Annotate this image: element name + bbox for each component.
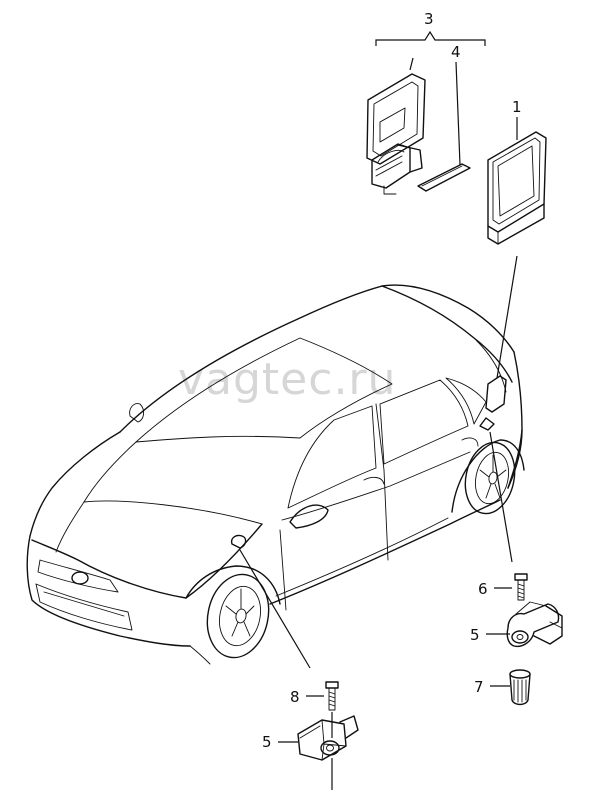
leader-4 (455, 61, 461, 166)
bolt-8 (325, 681, 339, 711)
car-body (26, 284, 525, 665)
leader-1-to-car (496, 255, 518, 379)
callout-5-bottom: 5 (262, 733, 272, 751)
rear-wheel (464, 441, 516, 515)
sensor-5-right (506, 601, 563, 648)
callout-5-right: 5 (470, 626, 480, 644)
callout-4: 4 (451, 43, 461, 61)
callout-7: 7 (474, 678, 484, 696)
nut-7 (509, 669, 531, 706)
leader-rear-sensor (489, 431, 513, 563)
sensor-location-front (230, 534, 247, 549)
callout-1: 1 (512, 98, 522, 116)
group-bracket-3 (375, 30, 486, 46)
callout-3: 3 (424, 10, 434, 28)
leader-front-sensor (239, 549, 311, 669)
callout-6: 6 (478, 580, 488, 598)
bolt-6 (514, 573, 528, 601)
module-location-1 (485, 375, 507, 413)
sensor-location-rear (479, 417, 495, 431)
callout-8: 8 (290, 688, 300, 706)
front-wheel (206, 573, 270, 659)
control-module-1 (487, 131, 547, 245)
pad-4 (417, 163, 471, 192)
sensor-5-bottom (297, 715, 359, 761)
control-unit-3 (366, 57, 426, 195)
